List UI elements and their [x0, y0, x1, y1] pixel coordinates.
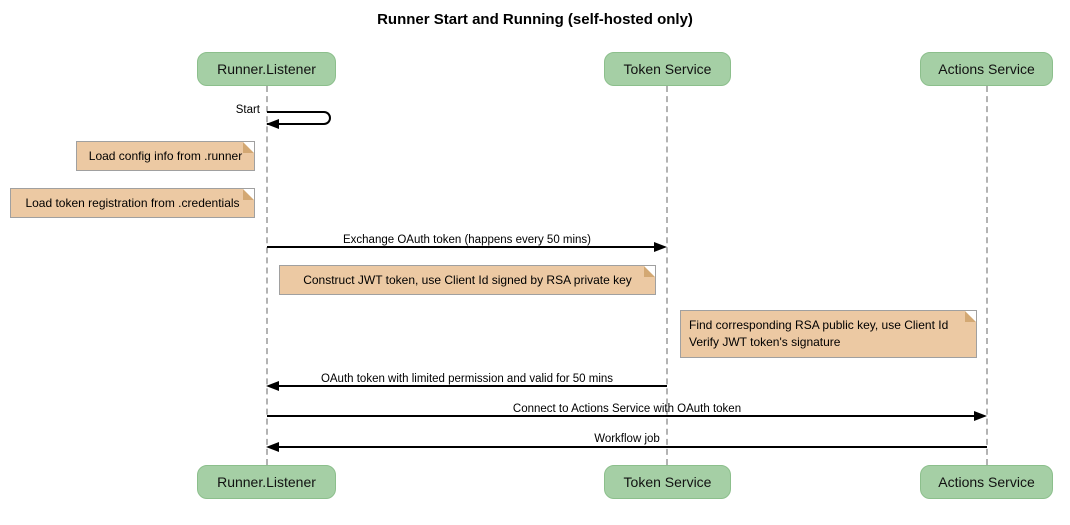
- actor-runner-listener-top: Runner.Listener: [197, 52, 336, 86]
- note-fold-corner-icon: [644, 266, 655, 277]
- message-line: [267, 246, 657, 248]
- actor-actions-service-bottom: Actions Service: [920, 465, 1053, 499]
- actor-label: Runner.Listener: [217, 61, 316, 77]
- message-label-connect-actions: Connect to Actions Service with OAuth to…: [512, 403, 742, 415]
- message-label-start: Start: [235, 104, 260, 116]
- actor-token-service-top: Token Service: [604, 52, 731, 86]
- note-text: Construct JWT token, use Client Id signe…: [303, 272, 632, 287]
- note-text-line2: Verify JWT token's signature: [689, 335, 841, 349]
- arrowhead-right-icon: [974, 411, 987, 421]
- note-text: Load token registration from .credential…: [25, 195, 240, 210]
- lifeline-runner-listener: [266, 86, 268, 465]
- actor-label: Actions Service: [938, 474, 1035, 490]
- message-line: [277, 385, 667, 387]
- message-label-exchange-oauth: Exchange OAuth token (happens every 50 m…: [342, 234, 592, 246]
- arrowhead-left-icon: [266, 381, 279, 391]
- note-load-config: Load config info from .runner: [76, 141, 255, 171]
- message-label-workflow-job: Workflow job: [594, 433, 660, 445]
- note-text-line1: Find corresponding RSA public key, use C…: [689, 318, 949, 332]
- arrowhead-left-icon: [266, 119, 279, 129]
- actor-label: Token Service: [623, 474, 712, 490]
- note-fold-corner-icon: [965, 311, 976, 322]
- self-message-loop: [267, 111, 331, 125]
- message-line: [267, 415, 977, 417]
- actor-token-service-bottom: Token Service: [604, 465, 731, 499]
- message-label-oauth-return: OAuth token with limited permission and …: [320, 373, 614, 385]
- message-line: [277, 446, 987, 448]
- actor-actions-service-top: Actions Service: [920, 52, 1053, 86]
- actor-label: Runner.Listener: [217, 474, 316, 490]
- arrowhead-right-icon: [654, 242, 667, 252]
- lifeline-token-service: [666, 86, 668, 465]
- lifeline-actions-service: [986, 86, 988, 465]
- note-fold-corner-icon: [243, 142, 254, 153]
- note-fold-corner-icon: [243, 189, 254, 200]
- note-construct-jwt: Construct JWT token, use Client Id signe…: [279, 265, 656, 295]
- note-text: Load config info from .runner: [88, 148, 243, 163]
- actor-label: Token Service: [623, 61, 712, 77]
- actor-label: Actions Service: [938, 61, 1035, 77]
- note-verify-jwt: Find corresponding RSA public key, use C…: [680, 310, 977, 358]
- diagram-title: Runner Start and Running (self-hosted on…: [377, 11, 693, 28]
- arrowhead-left-icon: [266, 442, 279, 452]
- actor-runner-listener-bottom: Runner.Listener: [197, 465, 336, 499]
- note-load-token-registration: Load token registration from .credential…: [10, 188, 255, 218]
